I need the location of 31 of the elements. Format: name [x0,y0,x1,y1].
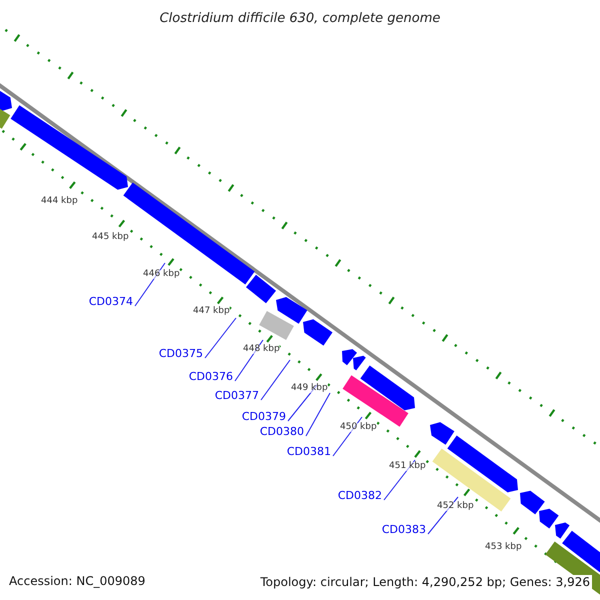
scale-label: 445 kbp [92,233,129,242]
genome-info-text: Topology: circular; Length: 4,290,252 bp; Genes: 3,926 [258,575,592,589]
leader-line [428,496,458,534]
gene-label: CD0376 [188,371,233,382]
leader-line [134,262,166,306]
scale-label: 448 kbp [243,345,280,354]
leader-line [260,360,290,400]
gene-label: CD0375 [158,348,203,359]
scale-label: 447 kbp [193,307,230,316]
scale-label: 444 kbp [41,197,78,206]
title: Clostridium difficile 630, complete genome [158,12,442,25]
gene-label: CD0382 [338,490,382,501]
leader-line [234,340,264,382]
gene-label: CD0383 [382,524,426,535]
accession-text: Accession: NC_009089 [9,575,146,587]
gene-label: CD0377 [214,390,259,401]
scale-label: 446 kbp [143,270,180,279]
gene-label: CD0379 [242,411,286,422]
scale-label: 449 kbp [291,384,328,393]
leader-line [384,460,416,500]
scale-label: 452 kbp [437,502,474,511]
gene-label: CD0380 [260,426,304,437]
leader-line [288,384,318,422]
scale-label: 451 kbp [389,462,426,471]
scale-label: 450 kbp [340,423,377,432]
leader-line [306,392,330,436]
leader-line [332,416,362,456]
gene-label: CD0381 [286,446,331,457]
gene-label: CD0374 [88,296,133,307]
scale-label: 453 kbp [485,543,522,552]
leader-line [204,318,236,358]
